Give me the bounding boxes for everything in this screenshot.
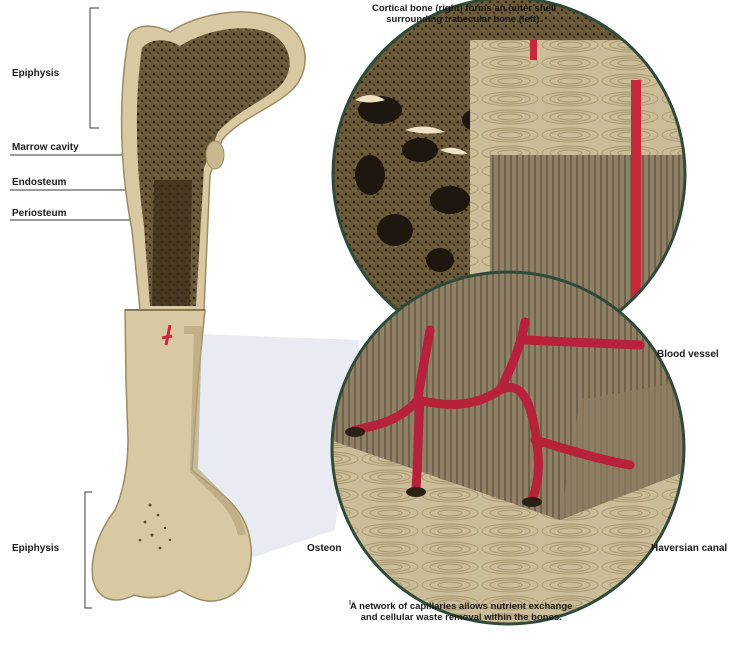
bottom-caption: A network of capillaries allows nutrient… xyxy=(350,601,572,623)
capillary-network-detail xyxy=(330,272,690,640)
label-blood-vessel: Blood vessel xyxy=(657,349,719,360)
bottom-caption-line-2: and cellular waste removal within the bo… xyxy=(350,612,572,623)
label-epiphysis-top: Epiphysis xyxy=(12,68,59,79)
bottom-caption-line-1: A network of capillaries allows nutrient… xyxy=(350,601,572,612)
label-periosteum: Periosteum xyxy=(12,208,66,219)
label-marrow-cavity: Marrow cavity xyxy=(12,142,79,153)
label-osteon: Osteon xyxy=(307,543,341,554)
label-endosteum: Endosteum xyxy=(12,177,66,188)
label-haversian-canal: Haversian canal xyxy=(651,543,727,554)
label-epiphysis-bottom: Epiphysis xyxy=(12,543,59,554)
top-caption-line-1: Cortical bone (right) forms an outer she… xyxy=(372,3,556,14)
top-caption-line-2: surrounding trabecular bone (left). xyxy=(372,14,556,25)
top-caption: Cortical bone (right) forms an outer she… xyxy=(372,3,556,25)
